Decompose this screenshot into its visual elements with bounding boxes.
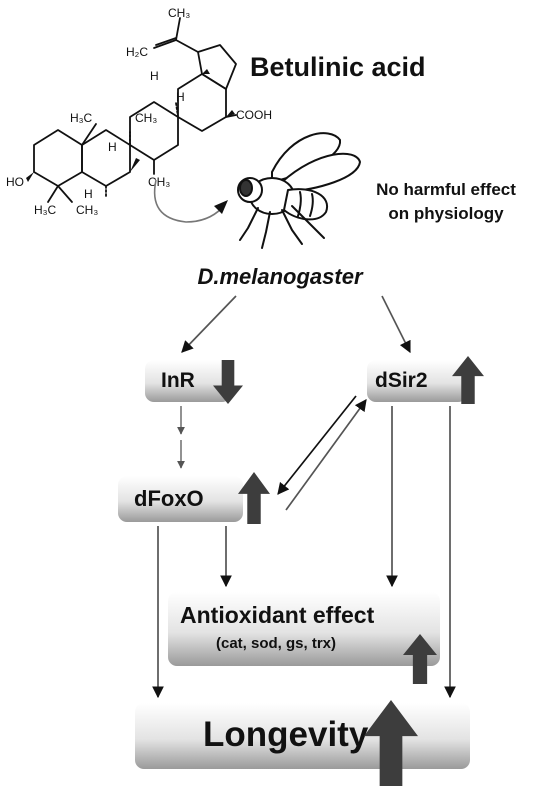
effect-note-line-2: on physiology [388, 204, 504, 223]
label-ch3-low: CH₃ [148, 175, 170, 189]
label-ch3-bottom: CH₃ [76, 203, 98, 217]
label-h-b: H [176, 90, 185, 104]
node-antioxidant: Antioxidant effect (cat, sod, gs, trx) [168, 592, 440, 666]
trend-up-dfoxo-icon [238, 472, 270, 524]
label-cooh: COOH [236, 108, 272, 122]
compound-name: Betulinic acid [250, 52, 426, 82]
trend-up-antioxidant-icon [403, 634, 437, 684]
label-ch3-mid: CH₃ [135, 111, 157, 125]
node-antioxidant-detail: (cat, sod, gs, trx) [216, 635, 337, 652]
ring-e [197, 44, 237, 90]
label-h-d: H [84, 187, 93, 201]
wedge-h-top [202, 69, 210, 74]
node-dfoxo: dFoxO [118, 476, 243, 522]
fly-icon [237, 132, 361, 249]
label-h-a: H [150, 69, 159, 83]
node-inr: InR [145, 360, 231, 402]
organism-name: D.melanogaster [197, 264, 363, 289]
wedge-cooh [226, 110, 235, 117]
trend-down-inr-icon [213, 360, 243, 404]
curved-arrow [153, 179, 223, 223]
effect-note-line-1: No harmful effect [376, 180, 516, 199]
node-inr-label: InR [161, 369, 195, 392]
fly-illustration-layer [153, 132, 361, 249]
label-h2c: H₂C [126, 45, 148, 59]
node-dfoxo-label: dFoxO [134, 486, 204, 511]
node-longevity-label: Longevity [203, 715, 369, 754]
trend-up-longevity-icon [364, 700, 418, 786]
label-ch3-top: CH₃ [168, 6, 190, 20]
node-antioxidant-label: Antioxidant effect [180, 602, 375, 628]
betulinic-acid-structure: H₂C CH₃ H₃C CH₃ CH₃ H H H H COOH HO H₃C … [6, 6, 272, 217]
edge-organism-to-dsir2 [381, 295, 411, 354]
label-h-c: H [108, 140, 117, 154]
wedge-oh [26, 172, 34, 182]
node-dsir2-label: dSir2 [375, 369, 428, 392]
label-ho: HO [6, 175, 24, 189]
curved-arrow-head [214, 200, 228, 214]
edge-dsir2-to-dfoxo [277, 395, 357, 495]
node-dsir2: dSir2 [367, 360, 467, 402]
effect-note: No harmful effect on physiology [356, 178, 536, 226]
trend-up-dsir2-icon [452, 356, 484, 404]
label-h3c-left: H₃C [70, 111, 93, 125]
edge-organism-to-inr [181, 295, 237, 353]
wedge-ch3 [130, 158, 140, 172]
edge-dfoxo-to-dsir2 [285, 399, 367, 511]
label-h3c-bottom: H₃C [34, 203, 57, 217]
